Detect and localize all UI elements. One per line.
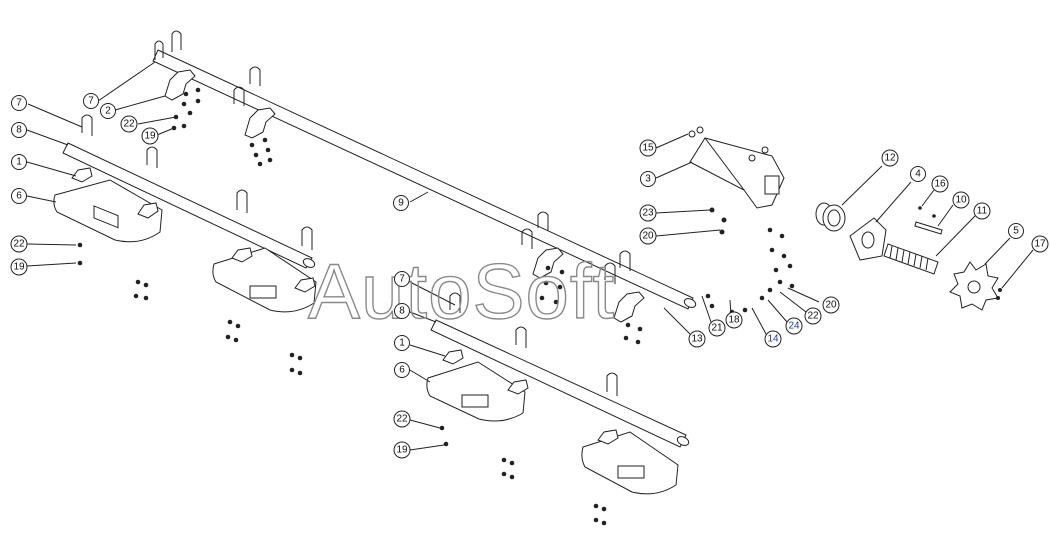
svg-text:11: 11 — [977, 206, 988, 217]
svg-text:3: 3 — [645, 174, 651, 185]
callout: 8 — [11, 122, 27, 138]
callout: 20 — [822, 296, 840, 314]
svg-text:7: 7 — [88, 96, 94, 107]
callout: 11 — [973, 202, 991, 220]
svg-text:4: 4 — [915, 169, 921, 180]
callout: 21 — [708, 319, 726, 337]
svg-text:6: 6 — [399, 365, 405, 376]
svg-text:22: 22 — [123, 119, 135, 130]
shields — [53, 179, 679, 495]
callout: 6 — [11, 188, 27, 204]
callout: 5 — [1008, 223, 1024, 239]
svg-text:8: 8 — [16, 125, 22, 136]
svg-text:19: 19 — [13, 262, 25, 273]
svg-text:1: 1 — [399, 338, 405, 349]
callout: 17 — [1031, 235, 1049, 253]
callout: 8 — [394, 303, 410, 319]
callout: 10 — [952, 191, 970, 209]
svg-text:1: 1 — [16, 157, 22, 168]
callout: 1 — [11, 154, 27, 170]
callout: 3 — [640, 171, 656, 187]
fasteners — [77, 87, 1002, 526]
svg-text:21: 21 — [711, 323, 723, 334]
svg-text:5: 5 — [1013, 226, 1019, 237]
callouts: 7 2 22 19 7 8 1 6 22 19 9 15 3 23 20 12 … — [10, 93, 1049, 459]
clamp-brackets — [164, 69, 645, 323]
callout: 18 — [725, 311, 743, 329]
svg-text:13: 13 — [691, 334, 703, 345]
bearing — [815, 202, 846, 232]
callout: 16 — [931, 175, 949, 193]
svg-text:22: 22 — [13, 239, 25, 250]
svg-text:14: 14 — [767, 334, 779, 345]
callout: 19 — [10, 258, 28, 276]
bearing-housing — [688, 126, 785, 209]
svg-text:17: 17 — [1034, 239, 1046, 250]
callout: 14 — [764, 330, 782, 348]
svg-text:24: 24 — [788, 321, 800, 332]
callout: 19 — [393, 441, 411, 459]
svg-text:15: 15 — [642, 143, 654, 154]
callout: 22 — [10, 235, 28, 253]
flange — [849, 217, 887, 261]
svg-text:12: 12 — [884, 153, 896, 164]
callout: 7 — [11, 95, 27, 111]
svg-text:10: 10 — [955, 195, 967, 206]
callout: 22 — [804, 307, 822, 325]
callout: 23 — [639, 204, 657, 222]
leader-lines — [26, 61, 1034, 451]
callout: 22 — [120, 115, 138, 133]
lower-shaft — [430, 319, 690, 448]
svg-text:19: 19 — [144, 131, 156, 142]
callout: 24 — [785, 317, 803, 335]
callout: 12 — [881, 149, 899, 167]
svg-text:20: 20 — [825, 300, 837, 311]
svg-text:9: 9 — [398, 198, 404, 209]
svg-text:22: 22 — [396, 414, 408, 425]
small-brackets — [71, 167, 619, 445]
svg-text:20: 20 — [642, 231, 654, 242]
callout: 1 — [394, 335, 410, 351]
svg-text:6: 6 — [16, 191, 22, 202]
watermark: AutoSoft — [308, 247, 615, 335]
svg-text:16: 16 — [934, 179, 946, 190]
callout: 22 — [393, 410, 411, 428]
svg-text:8: 8 — [399, 306, 405, 317]
callout: 6 — [394, 362, 410, 378]
callout: 15 — [639, 139, 657, 157]
callout: 7 — [83, 93, 99, 109]
callout: 4 — [910, 166, 926, 182]
key — [914, 221, 943, 235]
callout: 7 — [394, 271, 410, 287]
callout: 20 — [639, 227, 657, 245]
svg-text:7: 7 — [399, 274, 405, 285]
callout: 2 — [100, 103, 116, 119]
spring — [883, 243, 939, 275]
svg-text:7: 7 — [16, 98, 22, 109]
callout: 19 — [141, 127, 159, 145]
svg-text:2: 2 — [105, 106, 111, 117]
svg-text:18: 18 — [728, 315, 740, 326]
svg-text:22: 22 — [807, 311, 819, 322]
u-bolts — [81, 30, 631, 396]
sprocket — [949, 261, 999, 311]
callout: 13 — [688, 330, 706, 348]
left-shaft — [62, 142, 316, 269]
callout: 9 — [393, 195, 409, 211]
svg-text:19: 19 — [396, 445, 408, 456]
svg-text:23: 23 — [642, 208, 654, 219]
